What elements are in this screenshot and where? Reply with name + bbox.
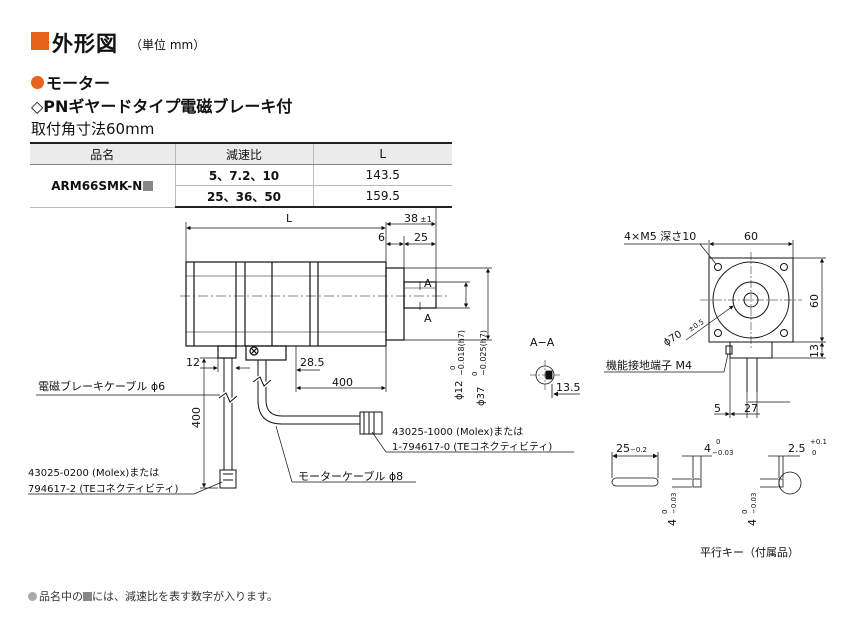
connector1-label-line1: 43025-0200 (Molex)または [28,467,159,479]
motor-cable [251,360,383,435]
key-width-tol-lower: −0.03 [712,449,733,457]
category-heading: モーター [46,74,111,93]
model-cell: ARM66SMK-N [30,164,175,208]
dim-L: L [286,212,293,225]
col-header-ratio: 減速比 [174,142,313,165]
connector2-label-line1: 43025-1000 (Molex)または [392,426,523,438]
dim-400-horizontal: 400 [332,376,353,389]
footnote-text-rest: には、減速比を表す数字が入ります。 [92,590,278,603]
section-AA-view [530,360,580,398]
footnote: 品名中のには、減速比を表す数字が入ります。 [28,588,278,604]
shaft-d2-tol-upper: 0 [471,372,479,376]
ground-terminal-label: 機能接地端子 M4 [606,358,692,372]
key-height-right-tol-lower: −0.03 [750,493,758,514]
page-title: 外形図 [52,32,118,56]
type-heading: ◇PNギヤードタイプ電磁ブレーキ付 [31,97,293,116]
shaft-d2-tol-lower: −0.025(h7) [479,330,488,376]
table-row: ARM66SMK-N 5、7.2、10 143.5 [30,164,452,208]
key-height-tol-upper: 0 [661,510,669,514]
dim-38: 38 [404,212,418,225]
bullet-circle-icon [31,76,44,89]
L-cell: 159.5 [312,185,452,208]
key-length: 25 [616,442,630,455]
motor-cable-label: モーターケーブル ϕ8 [298,469,403,483]
key-height: 4 [666,519,679,526]
unit-label: （単位 mm） [130,38,206,52]
shaft-diameter-12: ϕ12 [454,381,465,400]
section-mark-A: A [424,277,432,290]
holes-label: 4×M5 深さ10 [624,230,696,243]
footnote-text: 品名中の [39,590,83,603]
key-height-right-tol-upper: 0 [741,510,749,514]
brake-cable-label: 電磁ブレーキケーブル ϕ6 [38,379,165,393]
key-height-right: 4 [746,519,759,526]
placeholder-square-icon [83,592,92,601]
dim-12: 12 [186,356,200,369]
key-depth: 2.5 [788,442,806,455]
dim-60-side: 60 [808,294,821,308]
section-mark-A: A [424,312,432,325]
model-name: ARM66SMK-N [51,178,143,193]
ratio-cell: 25、36、50 [174,185,313,208]
header-square-icon [31,32,49,50]
dim-27: 27 [744,402,758,415]
col-header-model: 品名 [30,142,175,165]
section-AA-label: A−A [530,336,555,349]
pcd-70: ϕ70 [662,329,684,349]
shaft-d1-tol-lower: −0.018(h7) [457,330,466,376]
parallel-key-drawing [611,452,802,495]
spec-table: 品名 減速比 L ARM66SMK-N 5、7.2、10 143.5 25、36… [30,142,452,208]
ratio-cell: 5、7.2、10 [174,164,313,186]
table-header-row: 品名 減速比 L [30,142,452,165]
placeholder-square-icon [143,180,154,191]
col-header-L: L [312,142,452,165]
dim-25: 25 [414,231,428,244]
dim-400-vertical: 400 [190,407,203,428]
dim-38-tol: ±1 [420,215,432,224]
pcd-70-tol: ±0.5 [687,318,706,334]
motor-side-view [185,261,437,361]
dim-6: 6 [378,231,385,244]
key-depth-tol-lower: 0 [812,449,816,457]
shaft-d1-tol-upper: 0 [449,366,457,370]
size-heading: 取付角寸法60mm [31,120,155,138]
key-width-tol-upper: 0 [716,438,720,446]
dim-60-top: 60 [744,230,758,243]
dim-5: 5 [714,402,721,415]
brake-cable [217,358,239,489]
dim-13-5: 13.5 [556,381,581,394]
connector2-label-line2: 1-794617-0 (TEコネクティビティ) [392,441,552,453]
table-row: 25、36、50 159.5 [30,185,452,208]
key-width: 4 [704,442,711,455]
connector1-label-line2: 794617-2 (TEコネクティビティ) [28,483,178,495]
dim-28-5: 28.5 [300,356,325,369]
L-cell: 143.5 [312,164,452,186]
dim-13: 13 [808,344,821,358]
key-height-tol-lower: −0.03 [670,493,678,514]
key-caption: 平行キー（付属品） [700,546,799,559]
shaft-diameter-37: ϕ37 [476,387,487,406]
key-depth-tol-upper: +0.1 [810,438,827,446]
key-length-tol: −0.2 [630,446,647,454]
footnote-bullet-icon [28,592,37,601]
